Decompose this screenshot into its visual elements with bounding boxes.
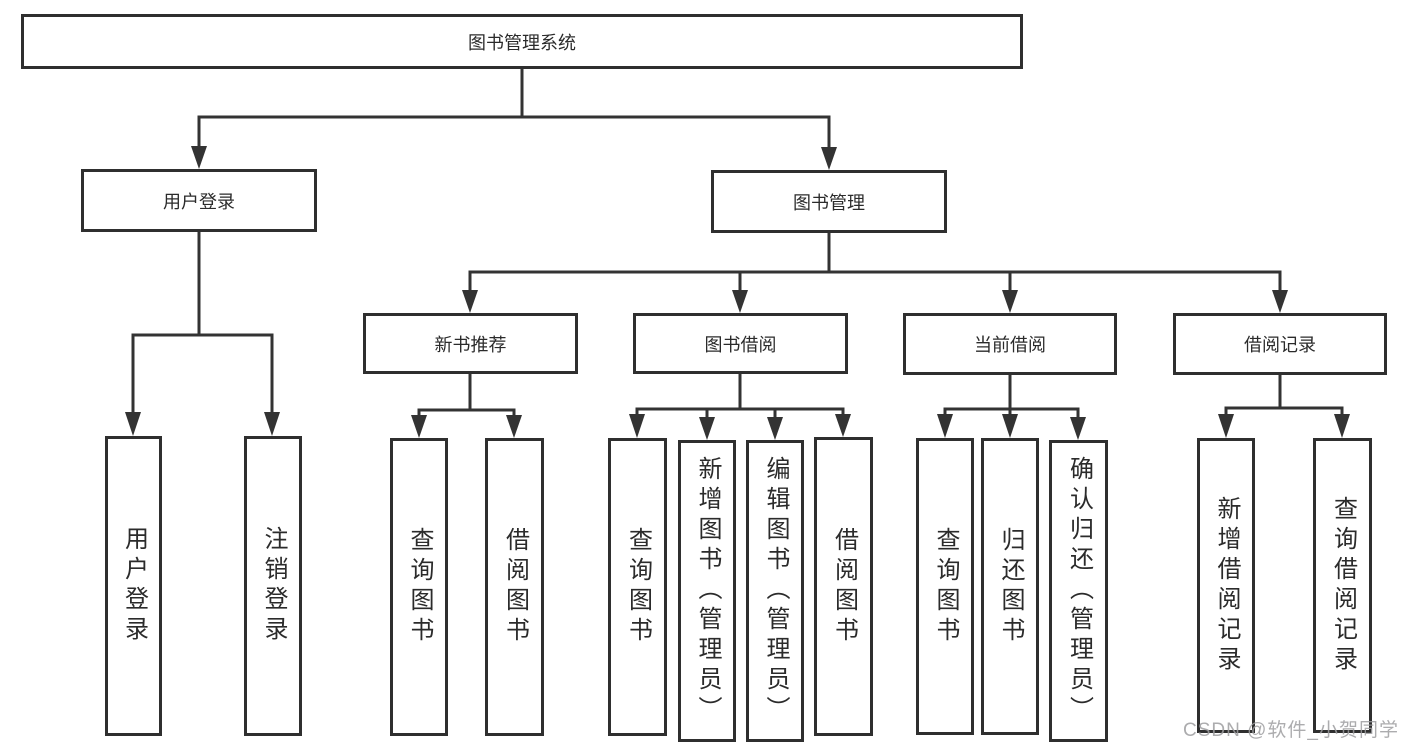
leaf-borrow-edit-books-admin-label: 编辑图书（管理员） xyxy=(762,456,789,726)
leaf-records-query-record: 查询借阅记录 xyxy=(1313,438,1372,733)
node-borrow-records-label: 借阅记录 xyxy=(1244,335,1316,355)
leaf-current-query-books: 查询图书 xyxy=(916,438,974,735)
leaf-borrow-query-books-label: 查询图书 xyxy=(624,527,652,647)
leaf-user-login-label: 用户登录 xyxy=(120,526,148,646)
leaf-newbook-borrow-books: 借阅图书 xyxy=(485,438,544,736)
leaf-newbook-borrow-books-label: 借阅图书 xyxy=(501,527,529,647)
node-root: 图书管理系统 xyxy=(21,14,1023,69)
leaf-borrow-add-books-admin-label: 新增图书（管理员） xyxy=(694,456,721,726)
node-current-borrow: 当前借阅 xyxy=(903,313,1117,375)
node-new-book-recommend-label: 新书推荐 xyxy=(434,334,507,355)
leaf-logout-label: 注销登录 xyxy=(260,526,287,646)
leaf-current-return-books-label: 归还图书 xyxy=(997,526,1024,647)
leaf-borrow-query-books: 查询图书 xyxy=(608,438,667,736)
node-borrow-records: 借阅记录 xyxy=(1173,313,1387,375)
csdn-watermark: CSDN @软件_小贺同学 xyxy=(1183,720,1399,741)
leaf-borrow-edit-books-admin: 编辑图书（管理员） xyxy=(746,440,804,742)
leaf-newbook-query-books-label: 查询图书 xyxy=(406,527,433,647)
node-current-borrow-label: 当前借阅 xyxy=(974,335,1046,355)
node-book-borrow: 图书借阅 xyxy=(633,313,848,374)
node-root-label: 图书管理系统 xyxy=(468,32,576,53)
leaf-logout: 注销登录 xyxy=(244,436,302,736)
node-new-book-recommend: 新书推荐 xyxy=(363,313,578,374)
leaf-current-confirm-return-admin: 确认归还（管理员） xyxy=(1049,440,1108,742)
leaf-current-return-books: 归还图书 xyxy=(981,438,1039,735)
node-book-management-label: 图书管理 xyxy=(793,192,865,213)
leaf-records-add-record-label: 新增借阅记录 xyxy=(1213,495,1240,676)
node-user-login: 用户登录 xyxy=(81,169,317,232)
node-user-login-label: 用户登录 xyxy=(163,191,235,212)
leaf-borrow-borrow-books-label: 借阅图书 xyxy=(830,526,858,647)
leaf-current-confirm-return-admin-label: 确认归还（管理员） xyxy=(1065,456,1093,726)
node-book-management: 图书管理 xyxy=(711,170,947,233)
leaf-current-query-books-label: 查询图书 xyxy=(932,526,959,647)
leaf-records-add-record: 新增借阅记录 xyxy=(1197,438,1255,733)
leaf-borrow-add-books-admin: 新增图书（管理员） xyxy=(678,440,736,742)
node-book-borrow-label: 图书借阅 xyxy=(704,334,777,355)
leaf-records-query-record-label: 查询借阅记录 xyxy=(1329,495,1357,676)
leaf-borrow-borrow-books: 借阅图书 xyxy=(814,437,873,736)
leaf-newbook-query-books: 查询图书 xyxy=(390,438,448,736)
leaf-user-login: 用户登录 xyxy=(105,436,162,736)
